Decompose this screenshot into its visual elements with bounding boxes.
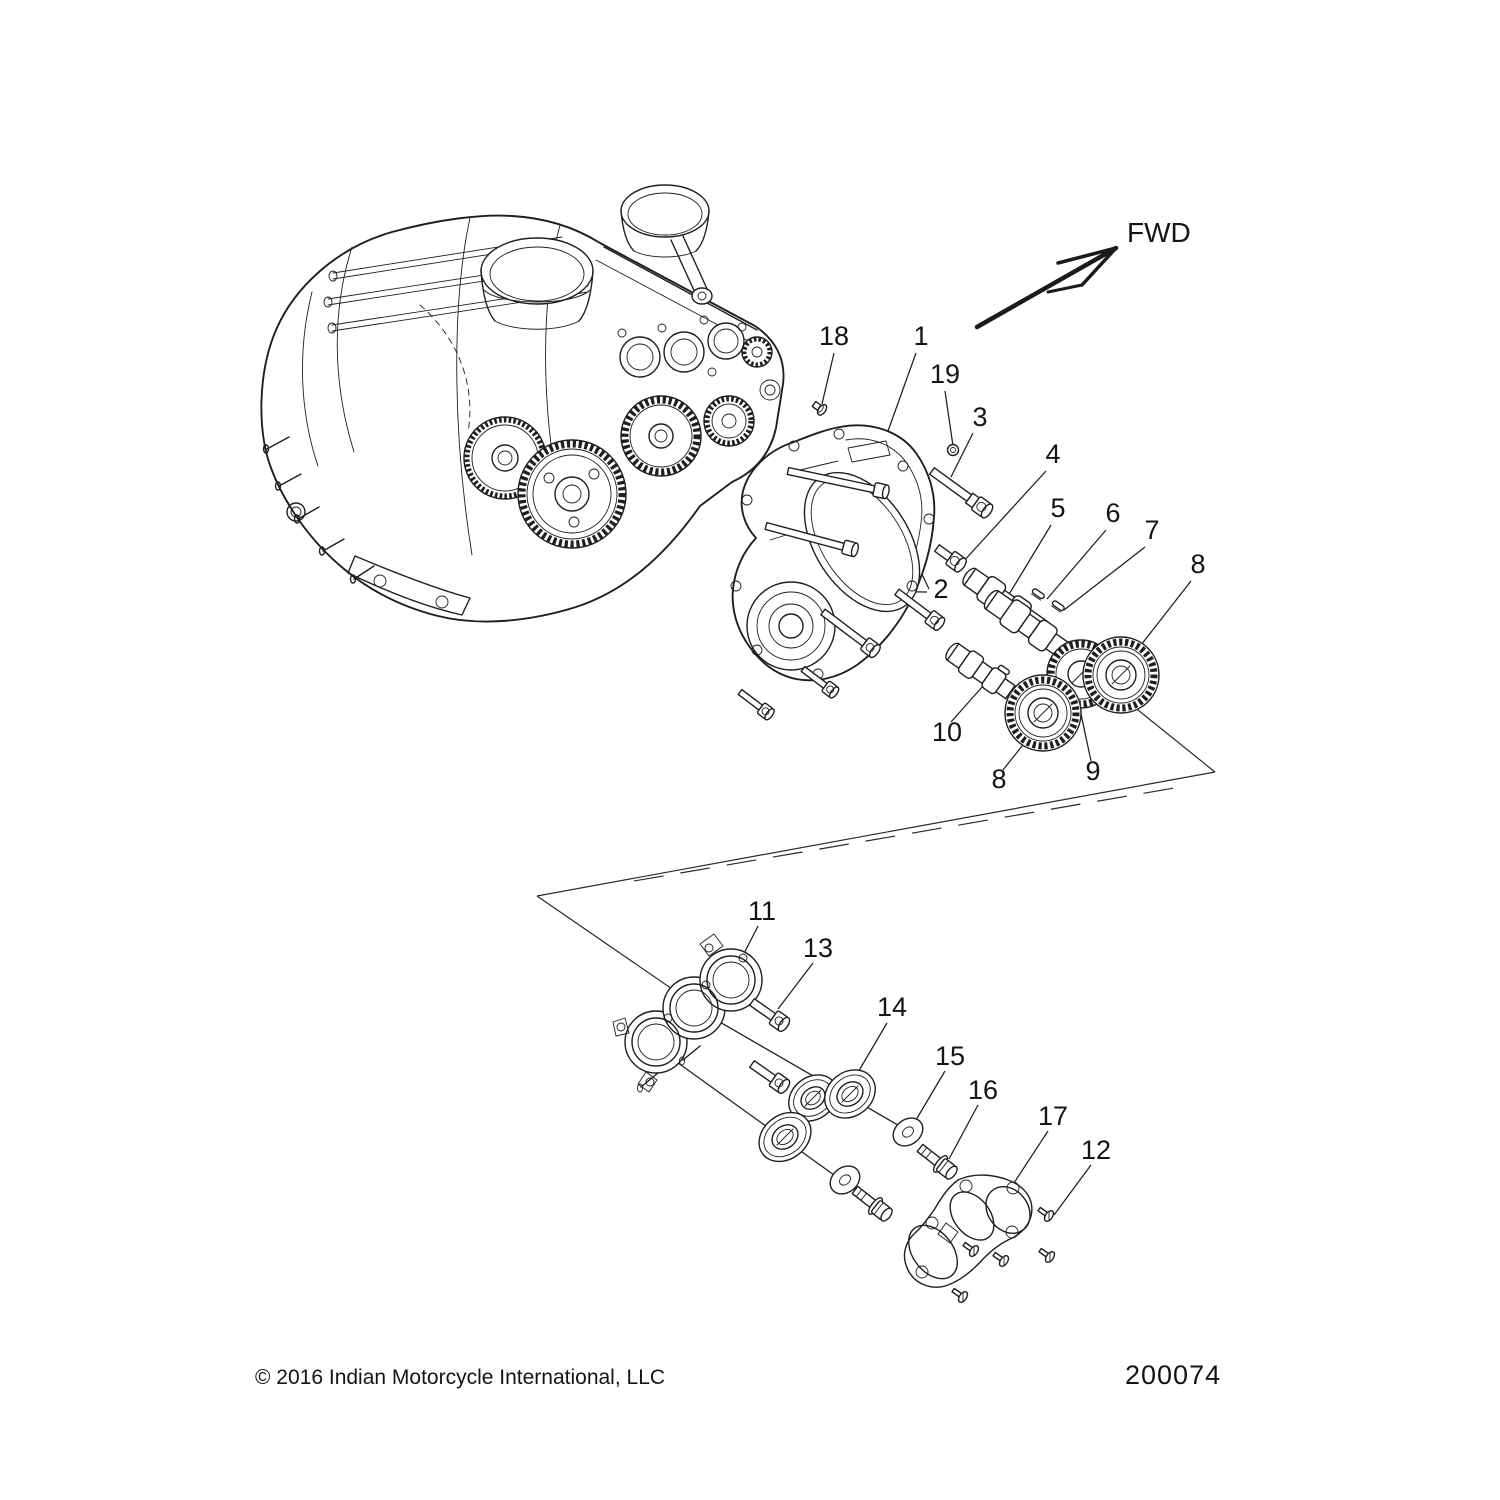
- callout-10: 10: [932, 717, 962, 747]
- engine-cylinder-block: [595, 246, 758, 378]
- callout-8-lower: 8: [991, 764, 1006, 794]
- callout-5: 5: [1050, 493, 1065, 523]
- callout-13: 13: [803, 933, 833, 963]
- callout-7: 7: [1144, 515, 1159, 545]
- callout-14: 14: [877, 992, 907, 1022]
- plug-19: [946, 443, 960, 457]
- callout-4: 4: [1045, 439, 1060, 469]
- gasket-17: [903, 1174, 1033, 1288]
- cam-gear-8-left: [1004, 674, 1082, 752]
- bearings-14: [758, 1069, 876, 1163]
- callout-12: 12: [1081, 1135, 1111, 1165]
- copyright-notice: © 2016 Indian Motorcycle International, …: [255, 1366, 665, 1389]
- flange-bolts-16: [851, 1143, 958, 1222]
- callout-11: 11: [748, 896, 776, 926]
- callout-9: 9: [1085, 756, 1100, 786]
- callout-2: 2: [933, 574, 948, 604]
- callout-16: 16: [968, 1075, 998, 1105]
- callout-17: 17: [1038, 1101, 1068, 1131]
- callout-labels: 18 1 19 3 4 5 6 7 8 2 10 8 9 11 13 14 15…: [748, 321, 1206, 1165]
- washers-15: [829, 1117, 924, 1195]
- cam-support-plate-11: [612, 933, 763, 1093]
- cover-through-bolts: [764, 466, 890, 558]
- cam-gear-8-right: [1082, 636, 1160, 714]
- callout-8-upper: 8: [1190, 549, 1205, 579]
- engine-piston-front: [480, 237, 594, 330]
- bolt-4: [933, 544, 967, 573]
- detail-separator-lines: [536, 705, 1216, 1003]
- engine-piston-rear: [620, 184, 713, 305]
- fwd-label: FWD: [1127, 217, 1191, 248]
- callout-19: 19: [930, 359, 960, 389]
- callout-3: 3: [972, 402, 987, 432]
- callout-1: 1: [913, 321, 928, 351]
- plug-18: [811, 400, 828, 416]
- plate-bolts-13: [749, 998, 791, 1095]
- callout-15: 15: [935, 1041, 965, 1071]
- bolt-3: [928, 467, 994, 519]
- woodruff-key-7: [1051, 600, 1065, 613]
- woodruff-key-6: [1031, 588, 1045, 601]
- engine-assembly-illustration: [260, 184, 785, 623]
- engine-gear-train: [463, 336, 781, 549]
- fwd-direction-arrow: [974, 245, 1119, 330]
- cam-cover: [730, 424, 936, 682]
- callout-6: 6: [1105, 498, 1120, 528]
- callout-18: 18: [819, 321, 849, 351]
- screws-12: [951, 1206, 1056, 1304]
- cover-bolts: [737, 588, 946, 721]
- drawing-number: 200074: [1125, 1360, 1221, 1390]
